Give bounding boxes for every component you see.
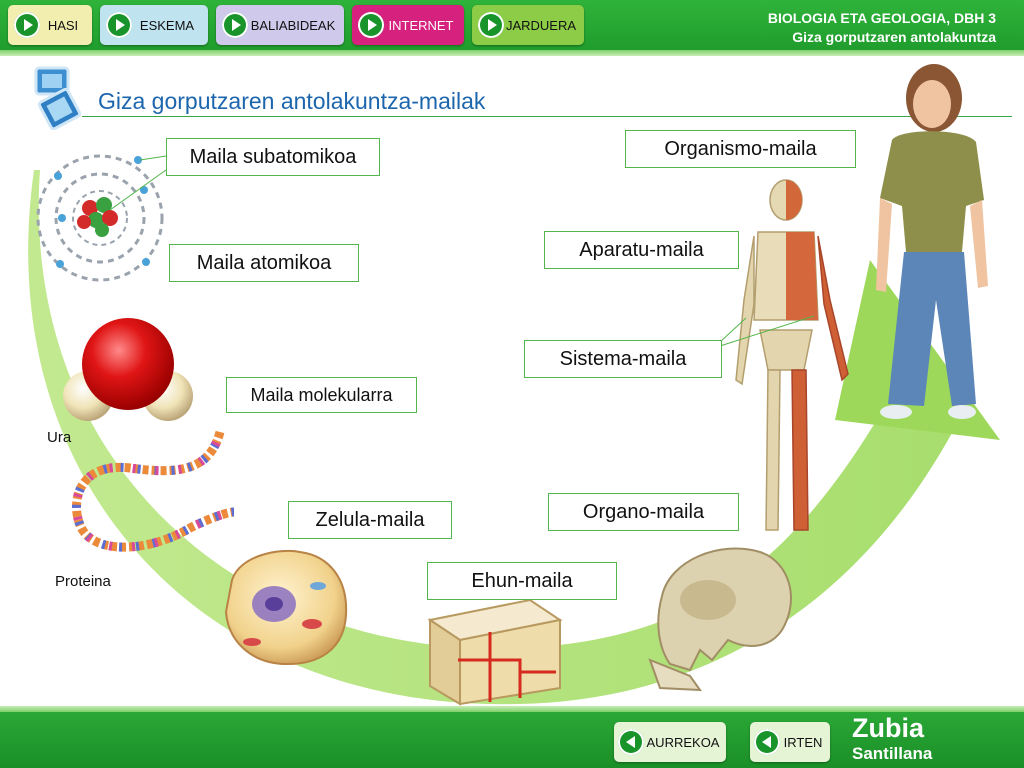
tissue-block-image (427, 598, 563, 706)
back-arrow-icon (618, 729, 644, 755)
back-label: AURREKOA (646, 734, 720, 750)
bottom-bar-shine (0, 706, 1024, 712)
girl-image (876, 64, 988, 419)
caption-protein: Proteina (55, 573, 111, 590)
back-button[interactable]: AURREKOA (614, 722, 726, 762)
label-organ: Organo-maila (548, 493, 739, 531)
label-system: Sistema-maila (524, 340, 722, 378)
nav-hasi-button[interactable]: HASI (8, 5, 92, 45)
atom-image (36, 154, 167, 282)
anatomy-body-image (719, 179, 849, 531)
nav-internet-label: INTERNET (388, 17, 454, 33)
label-cell: Zelula-maila (288, 501, 452, 539)
play-icon (358, 12, 384, 38)
header-title: BIOLOGIA ETA GEOLOGIA, DBH 3 Giza gorput… (768, 9, 996, 47)
label-organism: Organismo-maila (625, 130, 856, 168)
label-molecular: Maila molekularra (226, 377, 417, 413)
bottom-bar (0, 712, 1024, 768)
label-atomic: Maila atomikoa (169, 244, 359, 282)
nav-internet-button[interactable]: INTERNET (352, 5, 464, 45)
nav-jarduera-button[interactable]: JARDUERA (472, 5, 584, 45)
label-apparatus: Aparatu-maila (544, 231, 739, 269)
cell-image (224, 549, 348, 666)
label-subatomic: Maila subatomikoa (166, 138, 380, 176)
exit-button[interactable]: IRTEN (750, 722, 830, 762)
water-molecule-image (63, 318, 193, 421)
nav-eskema-button[interactable]: ESKEMA (100, 5, 208, 45)
protein-chain-image (72, 430, 235, 552)
play-icon (14, 12, 40, 38)
exit-label: IRTEN (783, 734, 823, 750)
nav-hasi-label: HASI (47, 17, 79, 33)
play-icon (106, 12, 132, 38)
back-arrow-icon (754, 729, 780, 755)
skull-image (648, 547, 792, 692)
book-icon (34, 66, 82, 130)
nav-baliabideak-label: BALIABIDEAK (250, 17, 336, 33)
play-icon (478, 12, 504, 38)
brand-name: Zubia (852, 713, 924, 743)
brand-publisher: Santillana (852, 744, 933, 763)
page-title: Giza gorputzaren antolakuntza-mailak (98, 88, 486, 114)
course-title: BIOLOGIA ETA GEOLOGIA, DBH 3 (767, 10, 996, 26)
nav-eskema-label: ESKEMA (139, 17, 195, 33)
nav-jarduera-label: JARDUERA (505, 17, 577, 33)
caption-water: Ura (47, 429, 72, 446)
unit-title: Giza gorputzaren antolakuntza (792, 29, 996, 45)
label-tissue: Ehun-maila (427, 562, 617, 600)
brand-logo: Zubia Santillana (852, 712, 932, 764)
play-icon (222, 12, 248, 38)
top-bar-shine (0, 50, 1024, 56)
nav-baliabideak-button[interactable]: BALIABIDEAK (216, 5, 344, 45)
title-divider (82, 116, 1012, 117)
